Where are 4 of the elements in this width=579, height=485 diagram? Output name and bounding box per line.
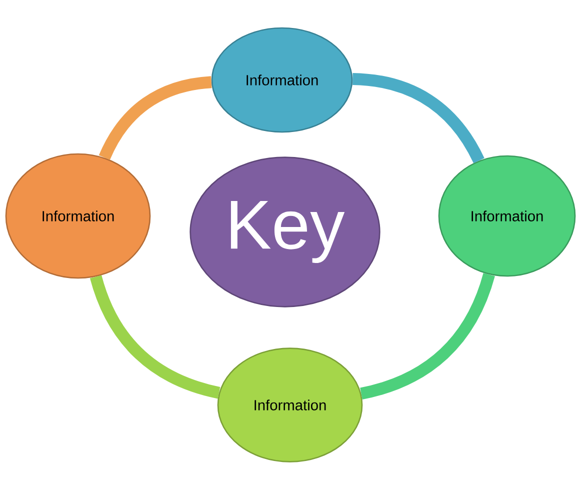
ring-arc (352, 72, 484, 164)
ring-arc (360, 272, 495, 400)
ring-arc (98, 76, 212, 160)
ring-arc (90, 275, 220, 399)
